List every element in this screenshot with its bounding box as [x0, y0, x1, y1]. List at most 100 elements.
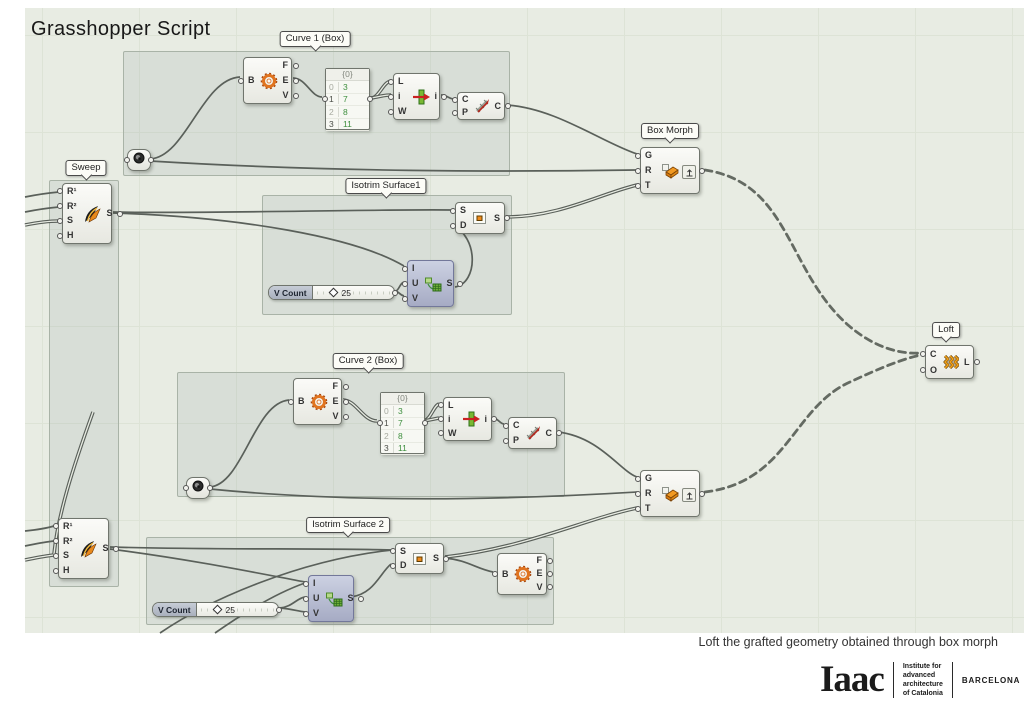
curve-fit-1[interactable]: C P C: [457, 92, 505, 120]
isotrim-2[interactable]: S D S: [395, 543, 444, 574]
port-s-out[interactable]: S: [446, 278, 453, 288]
port-r1[interactable]: R¹: [67, 185, 77, 196]
port-l[interactable]: L: [396, 77, 409, 86]
port-e[interactable]: E: [332, 396, 339, 406]
loft-icon: [941, 346, 960, 378]
box-morph-1[interactable]: G R T G: [640, 147, 700, 194]
port-p[interactable]: P: [511, 436, 522, 445]
port-h[interactable]: H: [65, 231, 79, 240]
port-c[interactable]: C: [928, 349, 939, 359]
port-v[interactable]: V: [332, 411, 339, 421]
slider-grip[interactable]: [213, 604, 223, 615]
box-morph-2[interactable]: G R T G: [640, 470, 700, 517]
port-s[interactable]: S: [458, 206, 469, 215]
port-w[interactable]: W: [398, 106, 407, 116]
port-d[interactable]: D: [400, 560, 407, 571]
sweep-1[interactable]: R¹ R² S H S: [62, 183, 113, 244]
port-i-out[interactable]: i: [484, 413, 488, 424]
box-param-2[interactable]: [186, 477, 210, 499]
port-w[interactable]: W: [448, 427, 457, 438]
port-e[interactable]: E: [282, 75, 289, 85]
port-c[interactable]: C: [462, 94, 469, 104]
sweep-2[interactable]: R¹ R² S H S: [58, 518, 109, 579]
port-r2[interactable]: R²: [67, 200, 77, 211]
port-l-out[interactable]: L: [964, 356, 970, 367]
port-f[interactable]: F: [535, 556, 545, 565]
group-curve2[interactable]: [177, 372, 565, 497]
loft-component[interactable]: C O L: [925, 345, 974, 379]
port-f[interactable]: F: [331, 382, 341, 391]
port-v[interactable]: V: [311, 609, 322, 618]
port-i[interactable]: I: [410, 264, 421, 273]
deconstruct-brep-1[interactable]: B F E V: [243, 57, 292, 104]
port-c-out[interactable]: C: [494, 100, 502, 111]
port-t[interactable]: T: [643, 181, 654, 190]
port-s-out[interactable]: S: [106, 208, 113, 218]
port-r1[interactable]: R¹: [63, 520, 73, 531]
port-g[interactable]: G: [645, 473, 653, 483]
v-count-slider-2[interactable]: V Count 25: [152, 602, 279, 617]
v-count-slider-1[interactable]: V Count 25: [268, 285, 395, 300]
tag-boxmorph[interactable]: Box Morph: [641, 123, 699, 139]
port-i[interactable]: i: [446, 414, 459, 424]
curve-fit-2[interactable]: C P C: [508, 417, 557, 449]
port-l[interactable]: L: [446, 400, 459, 410]
logo-divider: [951, 662, 953, 698]
port-t[interactable]: T: [643, 504, 654, 513]
slider-track[interactable]: 25: [197, 603, 278, 616]
divide-domain-2[interactable]: I U V S: [308, 575, 354, 622]
port-s[interactable]: S: [65, 216, 79, 225]
port-d[interactable]: D: [460, 220, 467, 230]
port-b[interactable]: B: [298, 396, 305, 406]
tag-isotrim2[interactable]: Isotrim Surface 2: [306, 517, 390, 533]
port-s-out[interactable]: S: [347, 593, 354, 603]
row-index: 3: [326, 119, 339, 130]
port-s-out[interactable]: S: [102, 543, 109, 553]
tag-sweep[interactable]: Sweep: [65, 160, 107, 176]
box-param-1[interactable]: [127, 149, 151, 171]
tag-isotrim1[interactable]: Isotrim Surface1: [345, 178, 427, 194]
port-s-out[interactable]: S: [432, 553, 439, 563]
port-b[interactable]: B: [502, 568, 509, 579]
port-o[interactable]: O: [930, 364, 938, 375]
port-c-out[interactable]: C: [545, 427, 553, 438]
port-e[interactable]: E: [536, 568, 543, 579]
port-v[interactable]: V: [536, 581, 543, 592]
port-b[interactable]: B: [248, 75, 255, 85]
port-v[interactable]: V: [410, 294, 421, 303]
tag-curve1[interactable]: Curve 1 (Box): [279, 31, 351, 47]
port-f[interactable]: F: [281, 61, 291, 70]
port-g[interactable]: G: [645, 150, 653, 160]
logo-tagline-line: Institute for: [902, 663, 942, 670]
port-r2[interactable]: R²: [63, 535, 73, 546]
port-i[interactable]: i: [396, 92, 409, 101]
isotrim-icon: [471, 203, 490, 233]
deconstruct-brep-3[interactable]: B F E V: [497, 553, 547, 595]
list-item-1[interactable]: L i W i: [393, 73, 440, 120]
port-h[interactable]: H: [61, 566, 75, 575]
port-s[interactable]: S: [61, 551, 75, 560]
tag-loft[interactable]: Loft: [932, 322, 960, 338]
port-r[interactable]: R: [643, 166, 654, 175]
isotrim-1[interactable]: S D S: [455, 202, 505, 234]
tag-curve2[interactable]: Curve 2 (Box): [332, 353, 404, 369]
port-i-out[interactable]: i: [434, 91, 438, 101]
divide-domain-1[interactable]: I U V S: [407, 260, 454, 307]
port-v[interactable]: V: [282, 90, 289, 100]
deconstruct-brep-2[interactable]: B F E V: [293, 378, 342, 425]
row-index: 1: [326, 94, 339, 105]
slider-track[interactable]: 25: [313, 286, 394, 299]
deconstruct-brep-icon: [513, 554, 533, 594]
port-u[interactable]: U: [313, 593, 320, 603]
port-s-out[interactable]: S: [493, 212, 500, 223]
port-p[interactable]: P: [460, 108, 471, 117]
port-r[interactable]: R: [643, 489, 654, 498]
port-s[interactable]: S: [398, 546, 409, 556]
list-item-2[interactable]: L i W i: [443, 397, 492, 441]
port-i[interactable]: I: [311, 579, 322, 588]
slider-grip[interactable]: [329, 287, 339, 298]
port-u[interactable]: U: [412, 278, 419, 288]
port-c[interactable]: C: [513, 420, 520, 430]
